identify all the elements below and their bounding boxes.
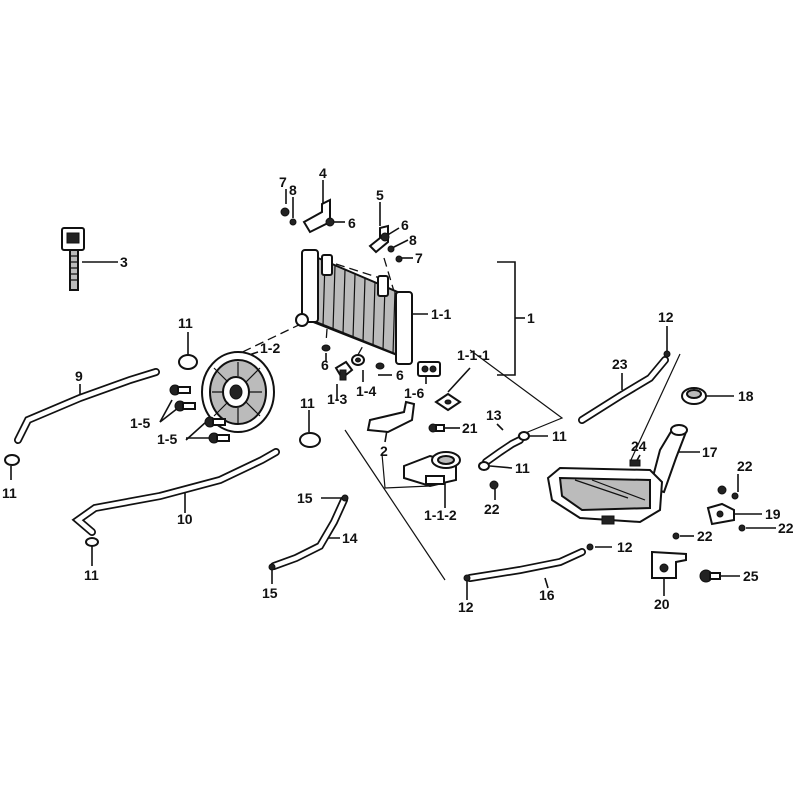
housing-part-1-1-2 <box>403 451 461 488</box>
callout-6: 6 <box>348 215 356 231</box>
callout-11: 11 <box>84 567 99 583</box>
callout-22: 22 <box>778 520 794 536</box>
cable-tie-part-3 <box>61 227 85 291</box>
callout-22: 22 <box>697 528 713 544</box>
callout-11: 11 <box>300 395 315 411</box>
callout-4: 4 <box>319 165 327 181</box>
callout-18: 18 <box>738 388 754 404</box>
callout-7: 7 <box>279 174 287 190</box>
callout-6: 6 <box>321 357 329 373</box>
callout-3: 3 <box>120 254 128 270</box>
hose-part-16 <box>466 548 586 582</box>
clamp-part-11-mid <box>299 432 321 448</box>
callout-13: 13 <box>486 407 502 423</box>
callout-25: 25 <box>743 568 759 584</box>
filler-neck-part-17 <box>648 424 688 494</box>
clamp-part-15 <box>268 494 349 571</box>
callout-labels: 3 7 8 4 6 5 6 8 7 1-1 1 11 1-2 9 1-5 1-5… <box>2 165 794 615</box>
clamp-part-12-upper <box>663 350 671 358</box>
bolts-part-1-5 <box>169 384 230 444</box>
bolt-part-22-right <box>672 485 746 540</box>
sensor-part-1-3 <box>334 360 354 381</box>
callout-14: 14 <box>342 530 358 546</box>
hose-part-9 <box>14 368 160 444</box>
callout-15: 15 <box>297 490 313 506</box>
hose-part-14 <box>270 496 348 570</box>
callout-1-1-2: 1-1-2 <box>424 507 457 523</box>
callout-12: 12 <box>458 599 474 615</box>
callout-6: 6 <box>396 367 404 383</box>
callout-17: 17 <box>702 444 718 460</box>
callout-1-5: 1-5 <box>130 415 150 431</box>
callout-11: 11 <box>178 315 193 331</box>
callout-20: 20 <box>654 596 670 612</box>
callout-1: 1 <box>527 310 535 326</box>
bracket-part-4 <box>302 198 335 234</box>
callout-1-5: 1-5 <box>157 431 177 447</box>
callout-12: 12 <box>658 309 674 325</box>
callout-1-6: 1-6 <box>404 385 424 401</box>
callout-11: 11 <box>552 428 567 444</box>
callout-1-2: 1-2 <box>260 340 280 356</box>
callout-5: 5 <box>376 187 384 203</box>
bolt-part-7-top <box>280 207 297 226</box>
callout-11: 11 <box>515 460 530 476</box>
callout-16: 16 <box>539 587 555 603</box>
bolt-part-21 <box>428 423 445 433</box>
gasket-part-1-1-1 <box>434 392 462 412</box>
callout-11: 11 <box>2 485 17 501</box>
fan-part-1-2 <box>201 351 275 433</box>
bracket-part-19 <box>706 502 735 526</box>
callout-21: 21 <box>462 420 478 436</box>
callout-22: 22 <box>737 458 753 474</box>
cap-part-18 <box>681 387 707 405</box>
callout-9: 9 <box>75 368 83 384</box>
bolt-part-22-housing <box>489 480 499 490</box>
callout-7: 7 <box>415 250 423 266</box>
callout-12: 12 <box>617 539 633 555</box>
leader-lines <box>10 180 776 600</box>
callout-6: 6 <box>401 217 409 233</box>
callout-22: 22 <box>484 501 500 517</box>
hose-part-13 <box>482 436 524 466</box>
hose-part-23 <box>578 356 669 424</box>
clamp-part-11-lower <box>85 537 99 547</box>
nut-part-1-4 <box>351 354 365 366</box>
washer-part-6-lower <box>321 344 385 370</box>
callout-8: 8 <box>409 232 417 248</box>
bracket-part-5 <box>368 224 403 263</box>
callout-2: 2 <box>380 443 388 459</box>
clamp-part-11-left <box>4 454 20 466</box>
callout-24: 24 <box>631 438 647 454</box>
callout-23: 23 <box>612 356 628 372</box>
clip-part-24 <box>629 459 641 467</box>
callout-1-1: 1-1 <box>431 306 451 322</box>
clamp-part-11-fan <box>178 354 198 370</box>
radiator-part-1-1 <box>295 249 414 365</box>
clamp-part-12-lower <box>463 543 594 582</box>
bracket-part-20 <box>651 550 687 579</box>
bracket-part-2 <box>366 400 416 434</box>
callout-1-3: 1-3 <box>327 391 347 407</box>
reservoir-tank <box>546 466 664 525</box>
cap-part-1-6 <box>417 361 441 377</box>
callout-8: 8 <box>289 182 297 198</box>
callout-1-4: 1-4 <box>356 383 376 399</box>
hose-part-10 <box>71 448 280 536</box>
callout-15: 15 <box>262 585 278 601</box>
clamp-part-11-right <box>478 431 530 471</box>
callout-1-1-1: 1-1-1 <box>457 347 490 363</box>
callout-19: 19 <box>765 506 781 522</box>
bolt-part-25 <box>699 569 721 583</box>
callout-10: 10 <box>177 511 193 527</box>
